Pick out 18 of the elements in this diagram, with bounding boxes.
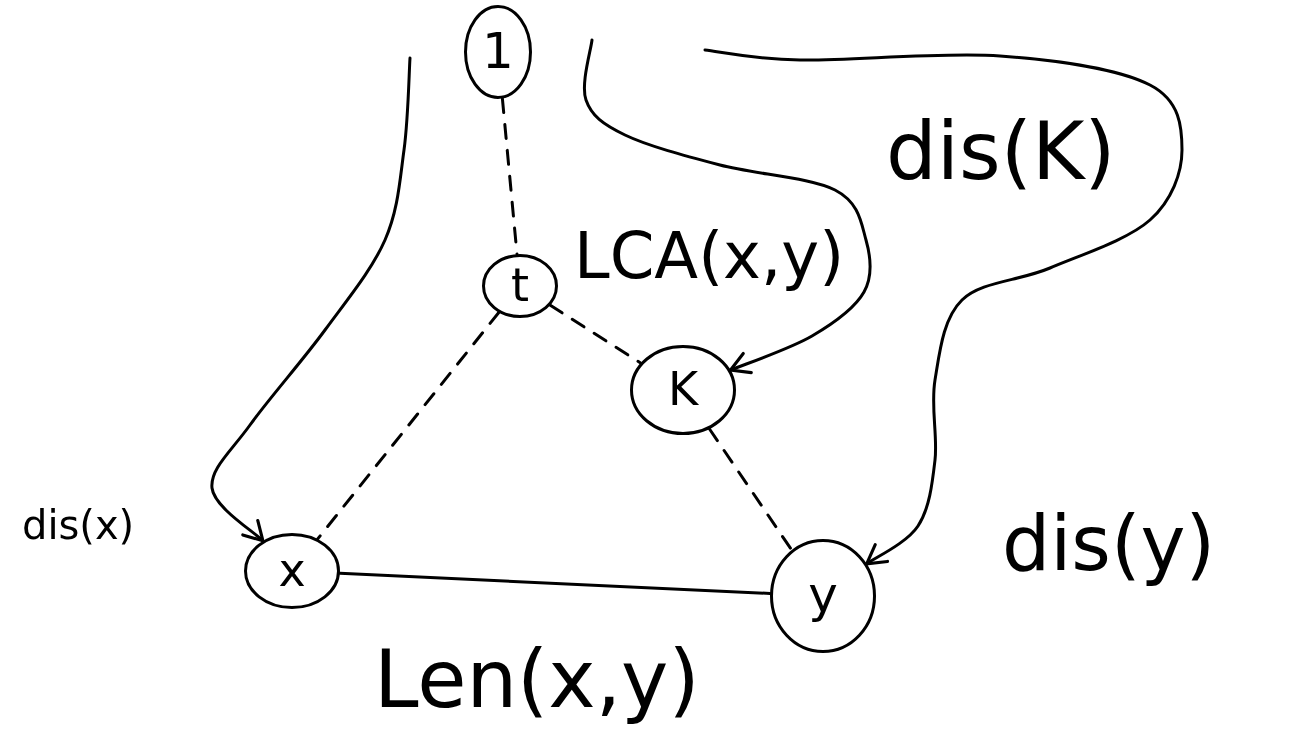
tree-node-circle xyxy=(244,533,340,609)
tree-node-circle xyxy=(482,254,558,318)
curved-arrow xyxy=(582,38,872,375)
tree-node-circle xyxy=(464,5,532,99)
curved-arrow xyxy=(210,56,412,543)
node-label: y xyxy=(808,570,838,620)
curved-arrow xyxy=(703,48,1184,566)
node-label: K xyxy=(667,366,699,413)
node-label: t xyxy=(511,262,529,309)
tree-node-circle xyxy=(630,345,736,435)
dashed-line xyxy=(500,97,519,256)
node-label: 1 xyxy=(482,26,514,76)
line xyxy=(338,571,772,595)
dashed-line xyxy=(548,303,643,365)
dashed-line xyxy=(316,311,501,541)
node-label: x xyxy=(278,547,306,594)
dashed-line xyxy=(708,427,794,552)
tree-node-circle xyxy=(770,539,876,653)
